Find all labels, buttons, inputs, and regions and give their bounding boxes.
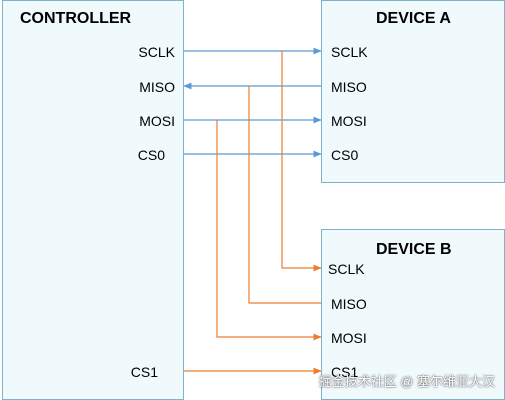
device-b-title: DEVICE B (376, 241, 452, 258)
device-b-pin-mosi: MOSI (331, 330, 367, 346)
device-b-pin-cs1: CS1 (331, 364, 359, 380)
controller-title: CONTROLLER (20, 10, 132, 27)
controller-block: CONTROLLER SCLK MISO MOSI CS0 CS1 (2, 0, 184, 400)
device-b-pin-sclk: SCLK (328, 261, 365, 277)
device-a-pin-miso: MISO (331, 79, 367, 95)
watermark-text: 掘金技术社区 @ 塞尔维亚大汉 (318, 374, 495, 389)
device-a-pin-sclk: SCLK (331, 44, 368, 60)
sclk-link-device-b (281, 51, 322, 272)
controller-pin-miso: MISO (139, 79, 175, 95)
device-a-pin-mosi: MOSI (331, 113, 367, 129)
controller-pin-mosi: MOSI (139, 113, 175, 129)
device-a-title: DEVICE A (376, 10, 451, 27)
device-a-pin-cs0: CS0 (331, 147, 359, 163)
controller-pin-cs0: CS0 (137, 147, 165, 163)
device-a-block: DEVICE A SCLK MISO MOSI CS0 (321, 0, 505, 183)
controller-pin-cs1: CS1 (130, 364, 158, 380)
mosi-link-device-b (216, 120, 322, 341)
device-b-pin-miso: MISO (331, 296, 367, 312)
device-b-block: DEVICE B SCLK MISO MOSI CS1 (321, 229, 505, 400)
controller-pin-sclk: SCLK (138, 44, 175, 60)
miso-link-device-b (248, 86, 321, 304)
